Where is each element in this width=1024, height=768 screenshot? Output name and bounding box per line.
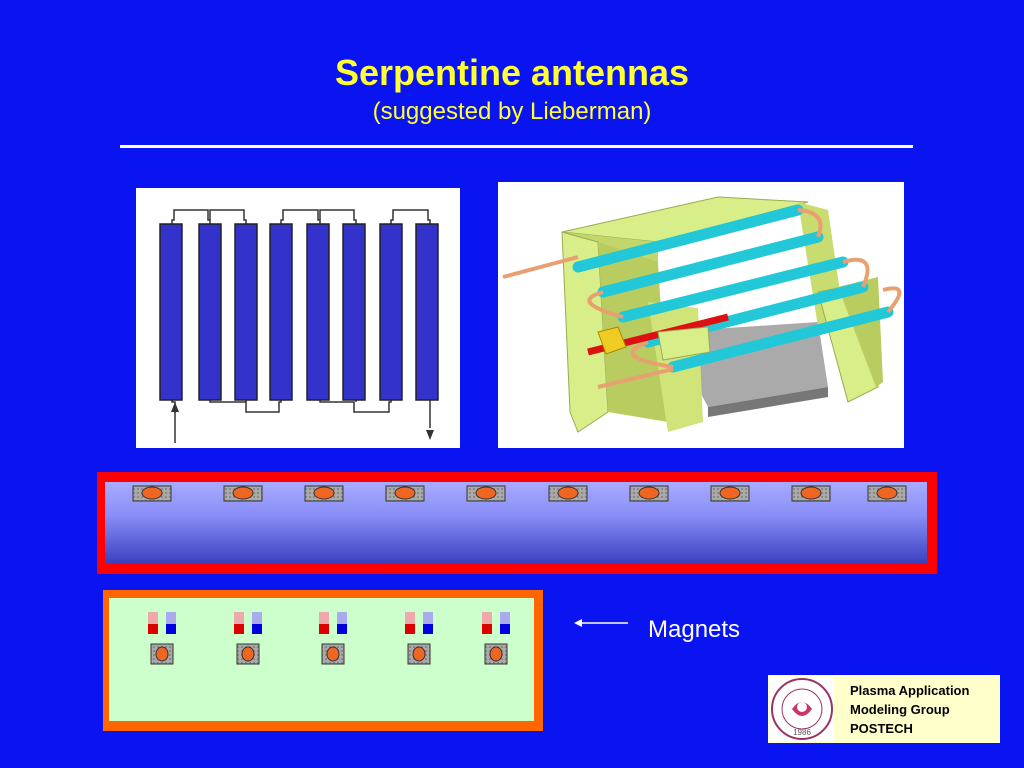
antenna-bar [415, 223, 439, 401]
footer-line-3: POSTECH [850, 721, 913, 736]
footer-line-1: Plasma Application [850, 683, 970, 698]
footer-credit: 1986 Plasma Application Modeling Group P… [768, 675, 1000, 743]
serpentine-schematic-diagram [159, 209, 439, 443]
conductor-element [385, 485, 425, 502]
conductor-element [791, 485, 831, 502]
magnet-pair [482, 612, 510, 665]
magnets-arrow-icon [574, 619, 628, 627]
conductor-element [867, 485, 907, 502]
university-seal-icon: 1986 [771, 678, 833, 740]
conductor-element [710, 485, 750, 502]
magnet-arrangement-area [109, 598, 534, 721]
cross-section-elements [132, 485, 907, 502]
antenna-bar [234, 223, 258, 401]
antenna-bar [306, 223, 330, 401]
slide-title: Serpentine antennas [334, 52, 690, 93]
input-arrow-icon [171, 402, 179, 412]
title-divider [120, 145, 913, 148]
copper-loops [502, 208, 902, 389]
magnets-label: Magnets [648, 616, 741, 643]
antenna-bar [342, 223, 366, 401]
svg-text:1986: 1986 [793, 728, 811, 737]
feed-connector [597, 326, 627, 355]
conductor-element [304, 485, 344, 502]
antenna-bar [269, 223, 293, 401]
magnet-pair [319, 612, 347, 665]
footer-text: Plasma Application Modeling Group POSTEC… [850, 681, 969, 738]
antenna-bar [159, 223, 183, 401]
conductor-element [132, 485, 172, 502]
serpentine-wire [171, 209, 431, 428]
conductor-element [548, 485, 588, 502]
magnet-arrangement [148, 612, 510, 665]
magnet-pair [405, 612, 433, 665]
antenna-bar [198, 223, 222, 401]
footer-line-2: Modeling Group [850, 702, 950, 717]
antenna-cross-section [97, 472, 937, 574]
antenna-3d-render [502, 196, 902, 433]
output-arrow-icon [426, 430, 434, 440]
conductor-element [466, 485, 506, 502]
magnet-pair [234, 612, 262, 665]
magnet-pair [148, 612, 176, 665]
university-logo: 1986 [770, 677, 834, 741]
slide-subtitle: (suggested by Lieberman) [372, 98, 652, 125]
conductor-element [223, 485, 263, 502]
magnet-arrangement-box [103, 590, 543, 731]
serpentine-schematic-panel [136, 188, 460, 448]
antenna-bar [379, 223, 403, 401]
conductor-element [629, 485, 669, 502]
antenna-3d-render-panel [498, 182, 904, 448]
